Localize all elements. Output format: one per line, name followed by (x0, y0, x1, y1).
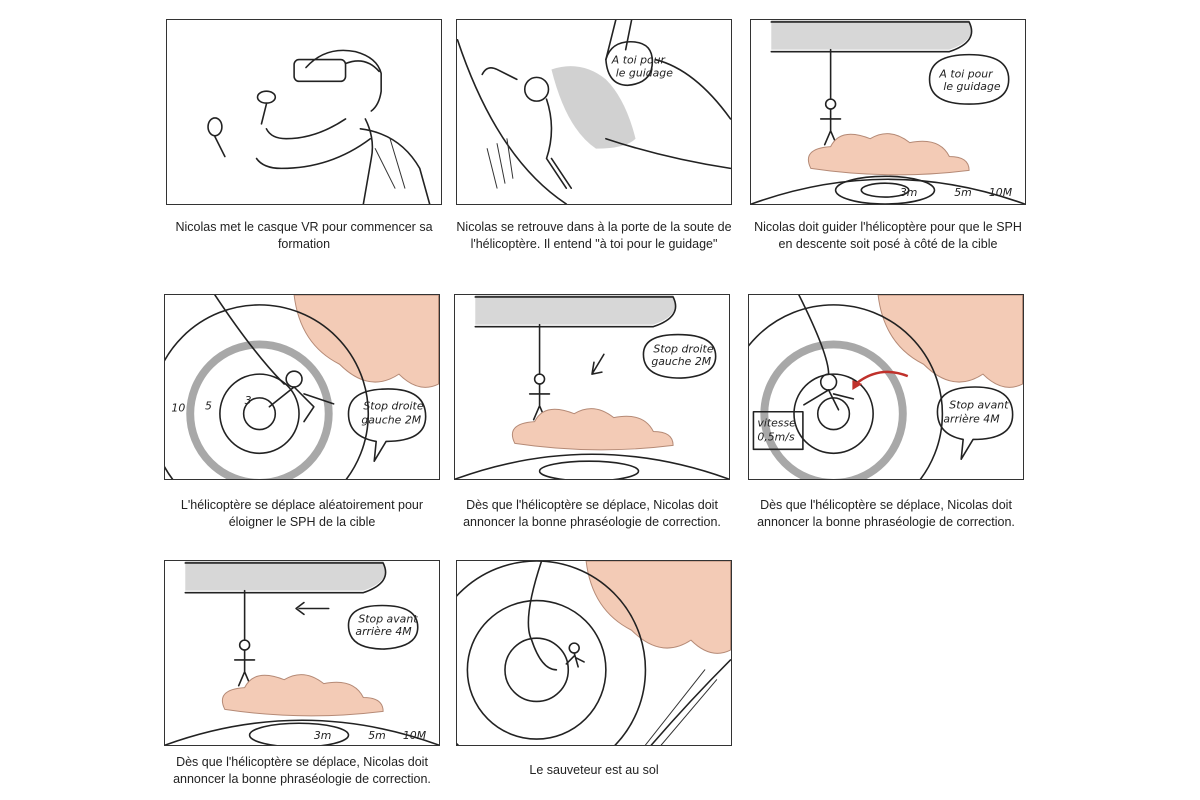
panel-7-caption: Dès que l'hélicoptère se déplace, Nicola… (173, 755, 431, 786)
panel-8-image (456, 560, 732, 746)
ring-label-3: 3 (245, 394, 252, 407)
panel-4-caption: L'hélicoptère se déplace aléatoirement p… (180, 498, 424, 529)
rescuer-ground-sketch (457, 561, 731, 745)
distance-label-5m: 5m (368, 729, 386, 742)
distance-label-3m: 3m (314, 729, 332, 742)
distance-label-5m: 5m (954, 186, 972, 199)
panel-8-caption: Le sauveteur est au sol (529, 763, 659, 777)
distance-label-10m: 10M (989, 186, 1013, 199)
distance-label-10m: 10M (403, 729, 427, 742)
vr-headset-sketch (207, 49, 431, 204)
panel-1-image (166, 19, 442, 205)
distance-label-3m: 3m (900, 186, 918, 199)
panel-5-caption: Dès que l'hélicoptère se déplace, Nicola… (463, 498, 721, 529)
panel-2-caption: Nicolas se retrouve dans à la porte de l… (456, 220, 732, 251)
panel-1-caption: Nicolas met le casque VR pour commencer … (175, 220, 433, 251)
ring-label-5: 5 (205, 400, 212, 413)
ring-label-10: 10 (171, 402, 185, 415)
panel-6-caption: Dès que l'hélicoptère se déplace, Nicola… (757, 498, 1015, 529)
panel-3-caption: Nicolas doit guider l'hélicoptère pour q… (754, 220, 1022, 251)
